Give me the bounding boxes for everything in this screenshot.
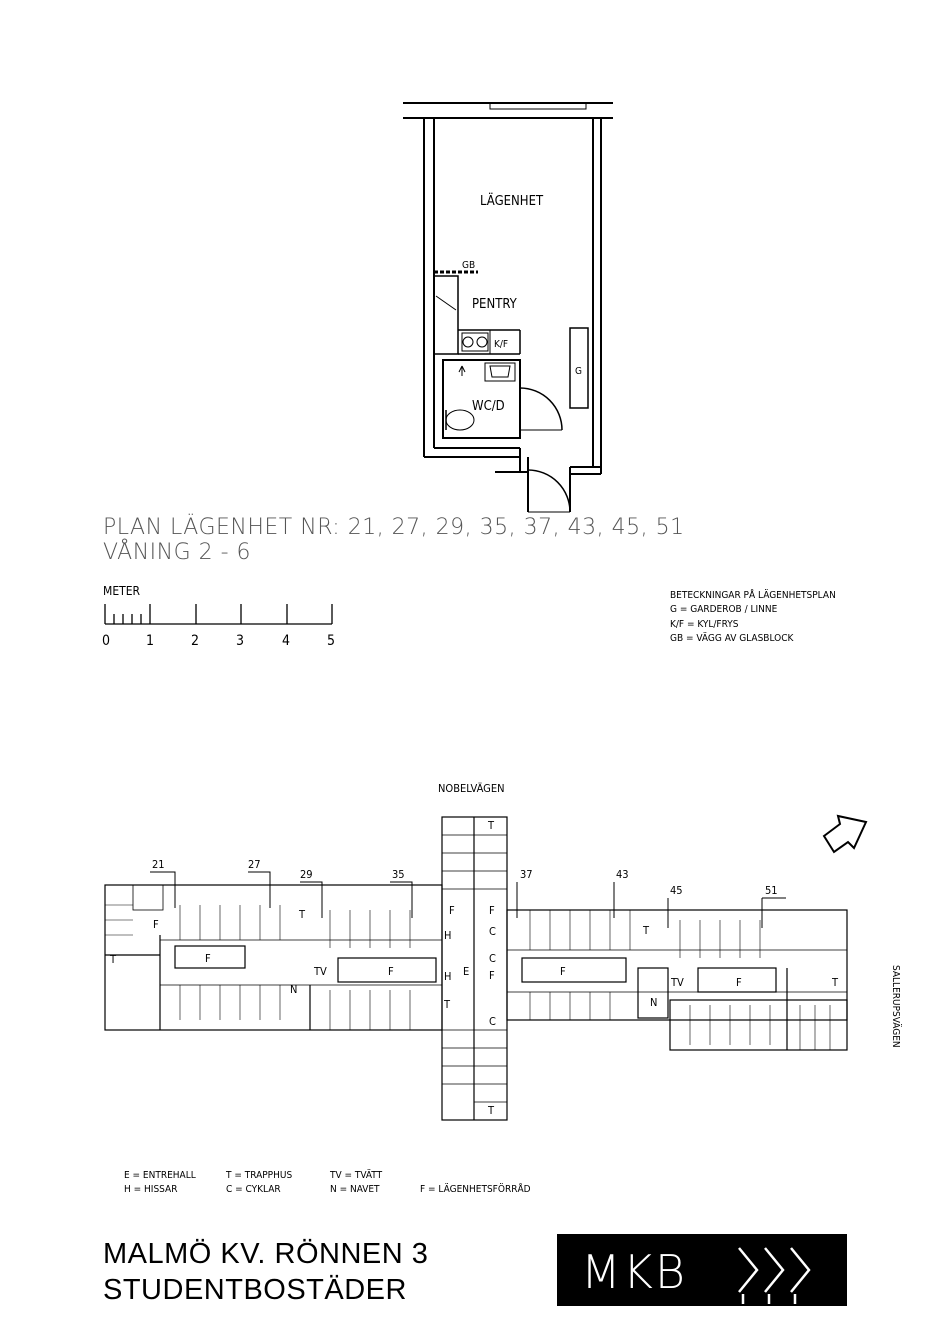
code-tv: TV xyxy=(670,976,684,989)
footer-title: MALMÖ KV. RÖNNEN 3 STUDENTBOSTÄDER xyxy=(103,1236,428,1308)
code-f: F xyxy=(153,918,159,931)
footer-title-line1: MALMÖ KV. RÖNNEN 3 xyxy=(103,1238,429,1270)
unit-number: 21 xyxy=(152,858,165,871)
unit-number: 43 xyxy=(616,868,629,881)
code-f: F xyxy=(736,976,742,989)
logo-text: MKB xyxy=(581,1245,687,1299)
site-legend-item: TV = TVÄTT xyxy=(329,1168,383,1181)
room-label-wc: WC/D xyxy=(472,399,505,414)
site-legend-item: C = CYKLAR xyxy=(226,1184,281,1195)
code-t: T xyxy=(642,924,650,937)
street-label-top: NOBELVÄGEN xyxy=(438,782,505,795)
code-f: F xyxy=(489,904,495,917)
code-f: F xyxy=(560,965,566,978)
code-c: C xyxy=(489,925,496,938)
glass-block-label: GB xyxy=(462,260,475,271)
plan-title-line2: VÅNING 2 - 6 xyxy=(103,540,252,565)
mkb-logo: MKB xyxy=(557,1234,847,1306)
code-tv: TV xyxy=(313,965,327,978)
plan-title: PLAN LÄGENHET NR: 21, 27, 29, 35, 37, 43… xyxy=(103,515,685,565)
code-t: T xyxy=(109,953,117,966)
code-t: T xyxy=(487,819,495,832)
code-f: F xyxy=(388,965,394,978)
code-f: F xyxy=(449,904,455,917)
scale-tick-2: 2 xyxy=(191,633,199,649)
fridge-freezer-label: K/F xyxy=(494,339,508,350)
apartment-legend-item: K/F = KYL/FRYS xyxy=(670,619,739,630)
code-c: C xyxy=(489,952,496,965)
scale-tick-0: 0 xyxy=(102,633,110,649)
logo-chevrons-icon xyxy=(738,1247,811,1304)
scale-unit-label: METER xyxy=(103,584,141,598)
apartment-legend-item: GB = VÄGG AV GLASBLOCK xyxy=(670,631,794,644)
code-h: H xyxy=(444,970,451,983)
code-t: T xyxy=(487,1104,495,1117)
room-label-lagenhet: LÄGENHET xyxy=(480,193,544,209)
code-e: E xyxy=(463,965,469,978)
scale-tick-5: 5 xyxy=(327,633,335,649)
code-n: N xyxy=(290,983,297,996)
plan-title-line1: PLAN LÄGENHET NR: 21, 27, 29, 35, 37, 43… xyxy=(103,515,685,540)
apartment-floor-plan: LÄGENHET GB PENTRY K/F WC/D G METER 0 1 … xyxy=(102,102,836,649)
scale-tick-4: 4 xyxy=(282,633,290,649)
code-t: T xyxy=(298,908,306,921)
unit-number: 45 xyxy=(670,884,683,897)
code-f: F xyxy=(489,969,495,982)
site-plan: NOBELVÄGEN SALLERUPSVÄGEN 21 27 29 35 37… xyxy=(104,782,903,1195)
apartment-legend-item: G = GARDEROB / LINNE xyxy=(670,604,778,615)
unit-number: 29 xyxy=(300,868,313,881)
unit-number: 37 xyxy=(520,868,533,881)
apartment-legend-title: BETECKNINGAR PÅ LÄGENHETSPLAN xyxy=(670,588,836,601)
code-n: N xyxy=(650,996,657,1009)
scale-tick-1: 1 xyxy=(146,633,154,649)
footer-title-line2: STUDENTBOSTÄDER xyxy=(103,1274,407,1306)
code-h: H xyxy=(444,929,451,942)
code-t: T xyxy=(831,976,839,989)
scale-tick-3: 3 xyxy=(236,633,244,649)
code-t: T xyxy=(443,998,451,1011)
unit-number: 35 xyxy=(392,868,405,881)
site-legend-item: F = LÄGENHETSFÖRRÅD xyxy=(420,1182,531,1195)
wardrobe-label: G xyxy=(575,366,582,377)
site-legend-item: N = NAVET xyxy=(330,1184,380,1195)
unit-number: 51 xyxy=(765,884,778,897)
unit-number: 27 xyxy=(248,858,261,871)
site-legend-item: H = HISSAR xyxy=(124,1184,177,1195)
code-c: C xyxy=(489,1015,496,1028)
room-label-pentry: PENTRY xyxy=(472,297,518,312)
site-legend-item: T = TRAPPHUS xyxy=(225,1170,292,1181)
code-f: F xyxy=(205,952,211,965)
site-legend-item: E = ENTREHALL xyxy=(124,1170,196,1181)
street-label-right: SALLERUPSVÄGEN xyxy=(890,965,903,1048)
scale-bar xyxy=(104,604,333,625)
north-arrow-icon xyxy=(822,814,868,854)
